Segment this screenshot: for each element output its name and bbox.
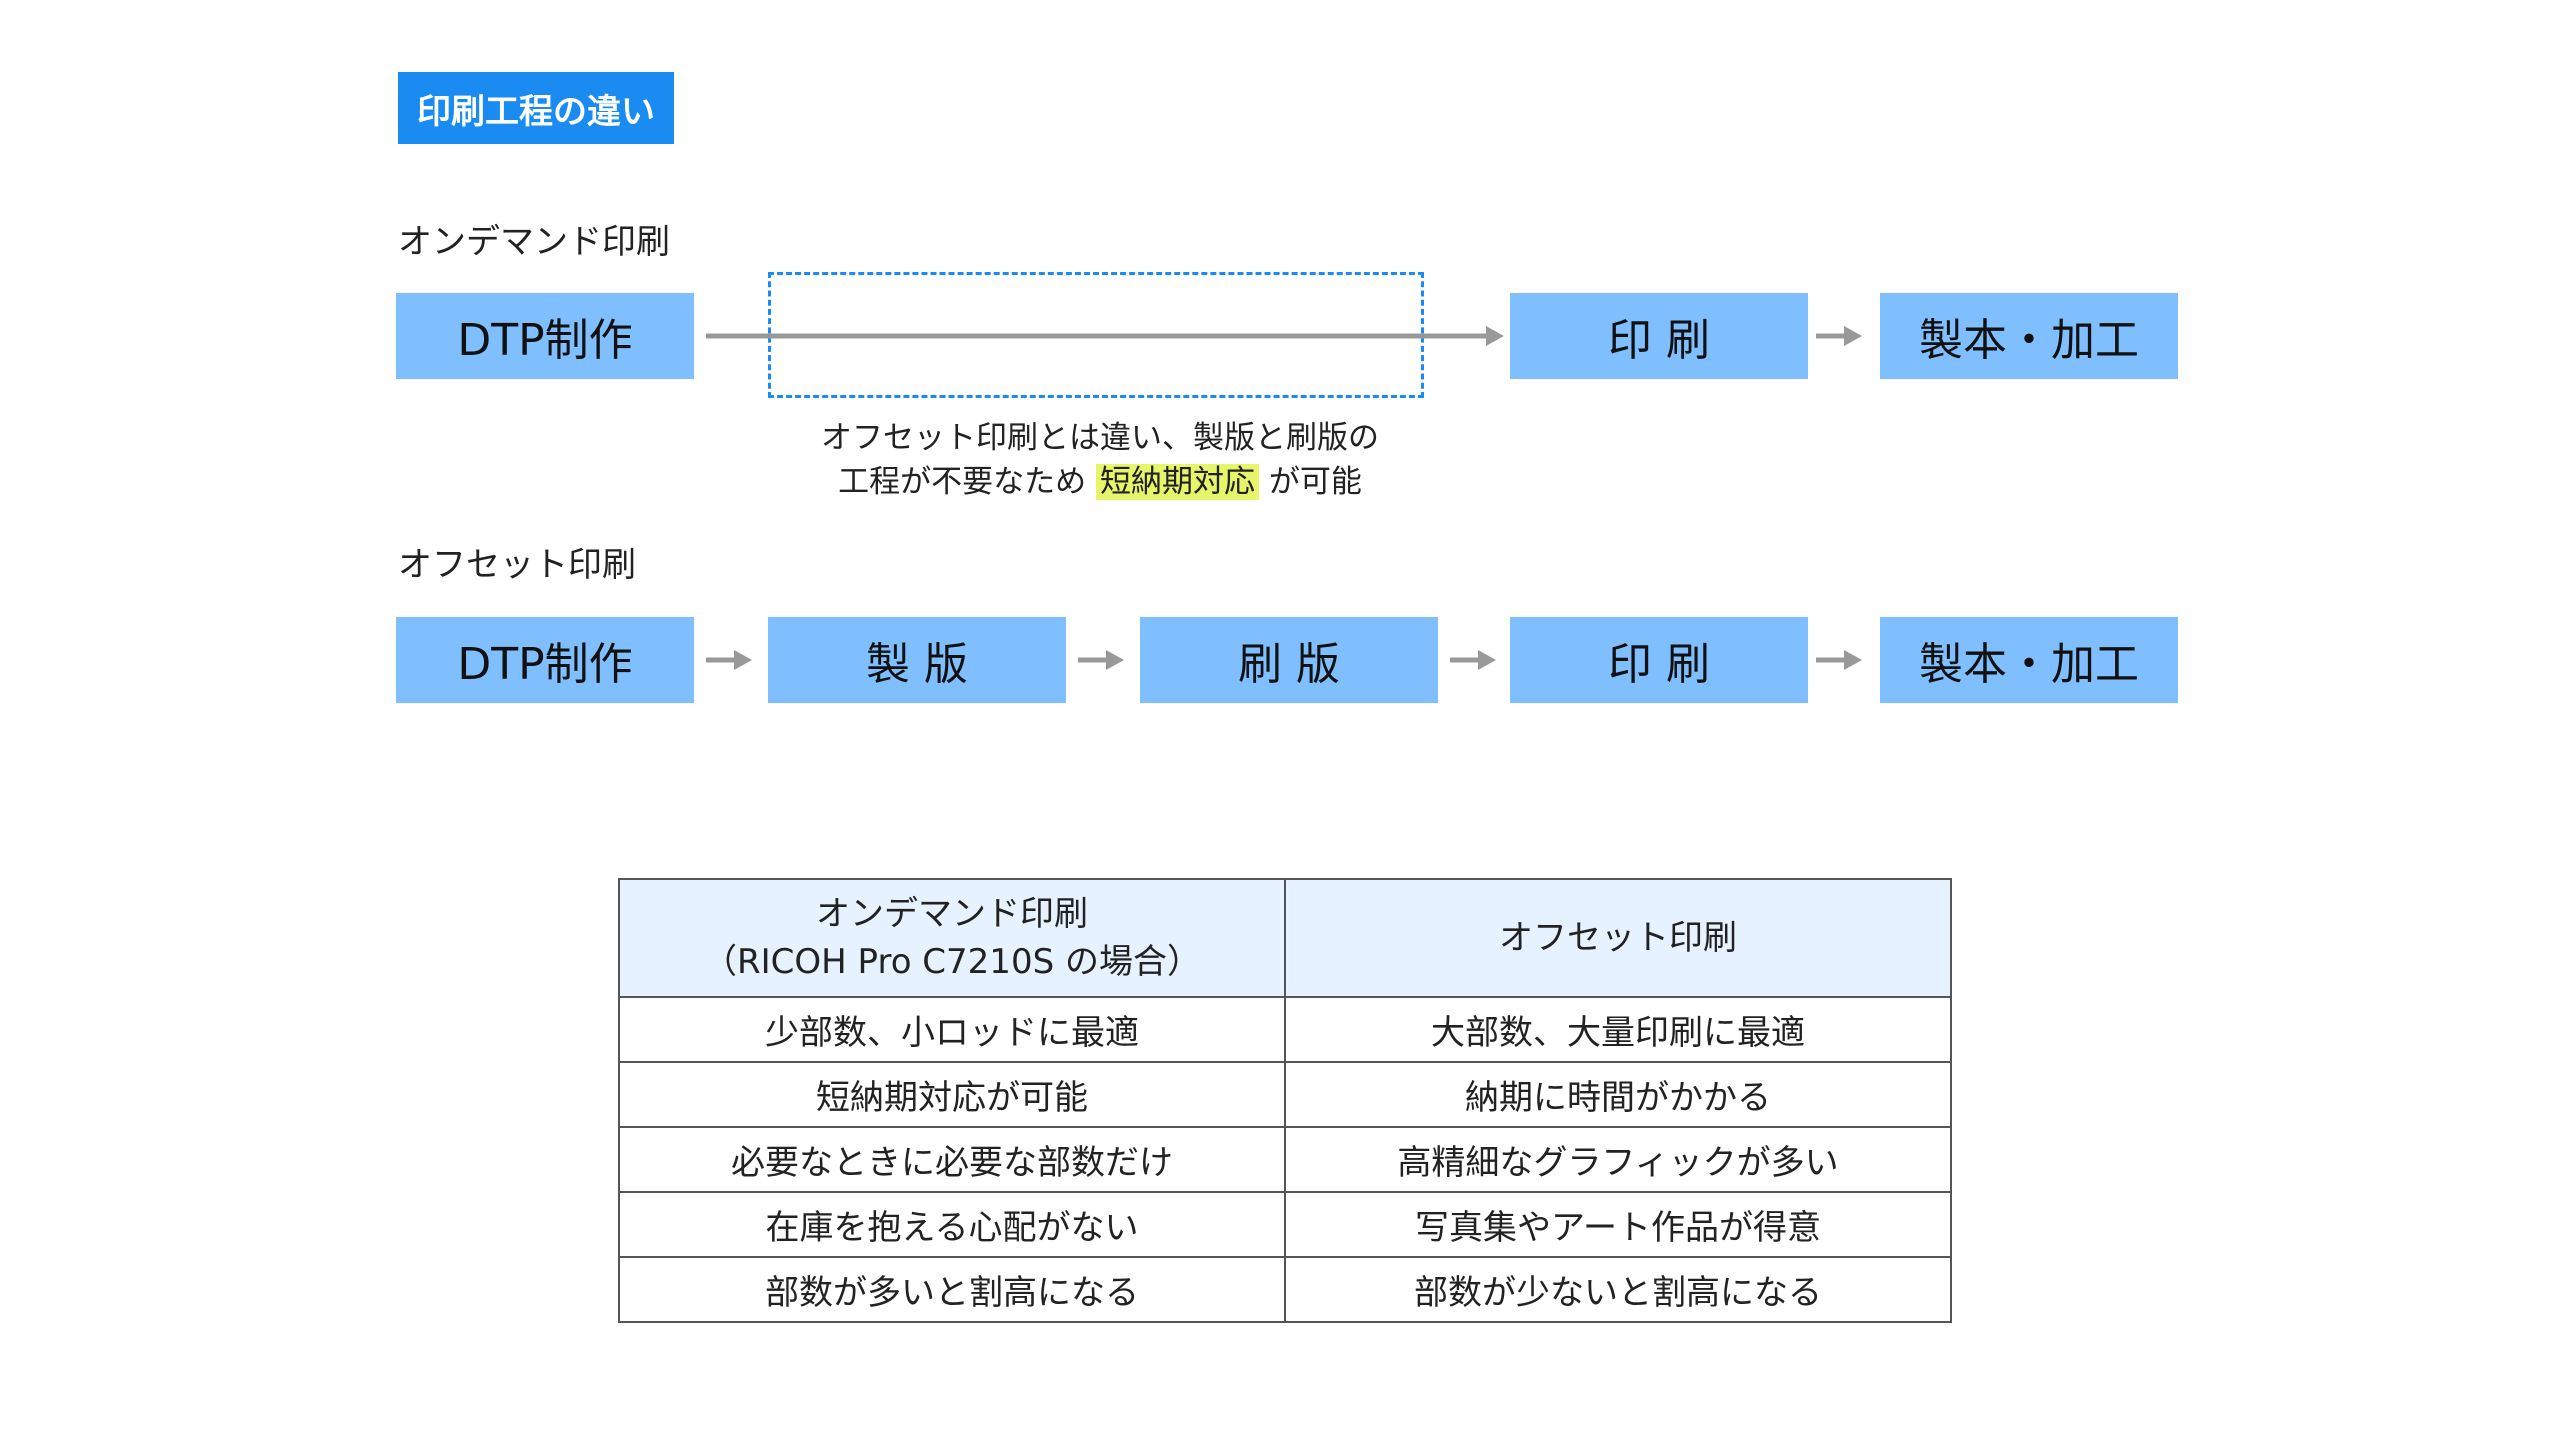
table-cell: 納期に時間がかかる (1284, 1061, 1952, 1128)
table-cell: 短納期対応が可能 (618, 1061, 1286, 1128)
page-title: 印刷工程の違い (398, 72, 674, 144)
table-row: 部数が多いと割高になる 部数が少ないと割高になる (618, 1256, 1952, 1323)
offset-step-plate: 刷 版 (1140, 617, 1438, 703)
note-line-2-pre: 工程が不要なため (838, 464, 1096, 500)
offset-step-dtp: DTP制作 (396, 617, 694, 703)
table-cell: 部数が多いと割高になる (618, 1256, 1286, 1323)
header-on-demand-line2: （RICOH Pro C7210S の場合） (703, 942, 1201, 982)
on-demand-note: オフセット印刷とは違い、製版と刷版の 工程が不要なため 短納期対応 が可能 (760, 416, 1440, 504)
offset-step-binding: 製本・加工 (1880, 617, 2178, 703)
table-cell: 大部数、大量印刷に最適 (1284, 996, 1952, 1063)
note-line-2: 工程が不要なため 短納期対応 が可能 (760, 460, 1440, 504)
offset-label: オフセット印刷 (398, 545, 636, 585)
note-line-2-post: が可能 (1259, 464, 1362, 500)
on-demand-step-binding: 製本・加工 (1880, 293, 2178, 379)
table-cell: 高精細なグラフィックが多い (1284, 1126, 1952, 1193)
note-highlight: 短納期対応 (1096, 464, 1259, 500)
arrow-right-icon (1078, 650, 1124, 670)
table-header-row: オンデマンド印刷 （RICOH Pro C7210S の場合） オフセット印刷 (618, 878, 1952, 998)
offset-step-print: 印 刷 (1510, 617, 1808, 703)
table-row: 在庫を抱える心配がない 写真集やアート作品が得意 (618, 1191, 1952, 1258)
table-cell: 在庫を抱える心配がない (618, 1191, 1286, 1258)
header-on-demand-line1: オンデマンド印刷 (816, 894, 1088, 934)
arrow-right-icon (706, 650, 752, 670)
header-offset: オフセット印刷 (1284, 878, 1952, 998)
arrow-right-icon (1816, 326, 1862, 346)
arrow-right-icon (1450, 650, 1496, 670)
on-demand-step-print: 印 刷 (1510, 293, 1808, 379)
on-demand-step-dtp: DTP制作 (396, 293, 694, 379)
header-on-demand: オンデマンド印刷 （RICOH Pro C7210S の場合） (618, 878, 1286, 998)
table-row: 短納期対応が可能 納期に時間がかかる (618, 1061, 1952, 1128)
offset-step-platemaking: 製 版 (768, 617, 1066, 703)
long-arrow-icon (706, 326, 1504, 346)
table-cell: 部数が少ないと割高になる (1284, 1256, 1952, 1323)
table-cell: 少部数、小ロッドに最適 (618, 996, 1286, 1063)
table-cell: 写真集やアート作品が得意 (1284, 1191, 1952, 1258)
arrow-right-icon (1816, 650, 1862, 670)
table-row: 必要なときに必要な部数だけ 高精細なグラフィックが多い (618, 1126, 1952, 1193)
note-line-1: オフセット印刷とは違い、製版と刷版の (821, 420, 1379, 456)
on-demand-label: オンデマンド印刷 (398, 222, 670, 262)
table-row: 少部数、小ロッドに最適 大部数、大量印刷に最適 (618, 996, 1952, 1063)
table-cell: 必要なときに必要な部数だけ (618, 1126, 1286, 1193)
comparison-table: オンデマンド印刷 （RICOH Pro C7210S の場合） オフセット印刷 … (618, 878, 1952, 1323)
